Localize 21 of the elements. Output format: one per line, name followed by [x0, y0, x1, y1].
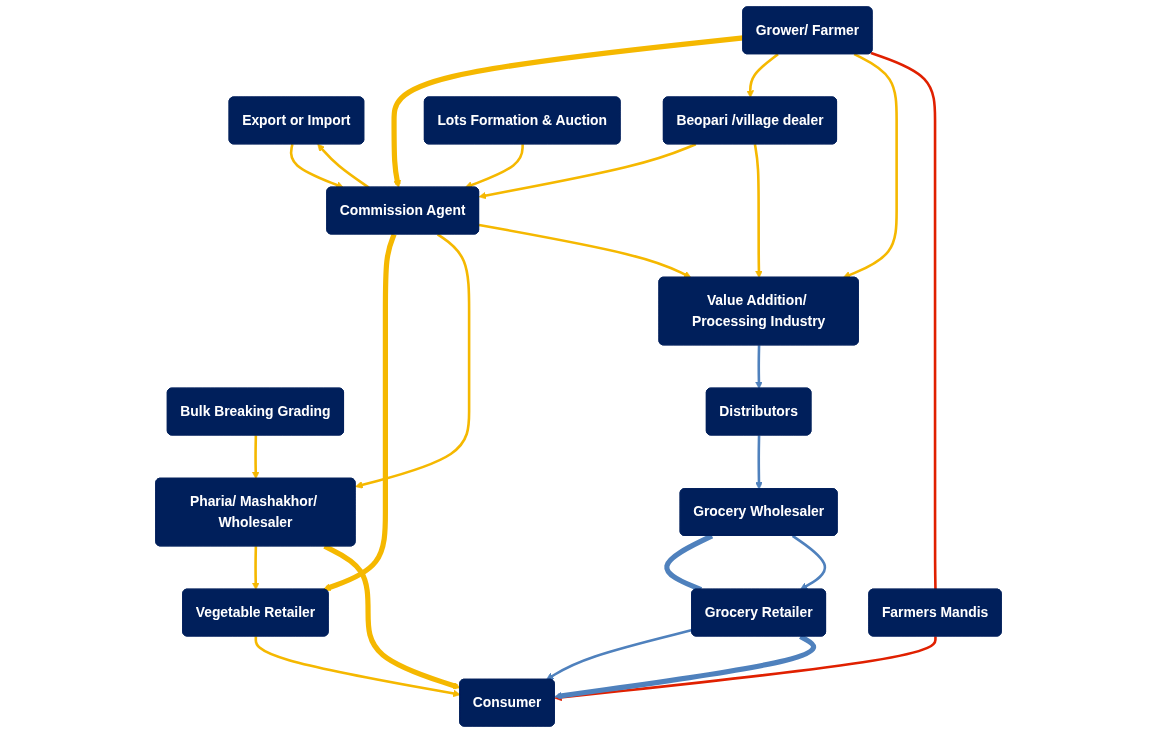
- connector: [870, 51, 937, 590]
- arrow: [755, 435, 763, 490]
- arrow: [554, 634, 816, 700]
- arrow: [254, 636, 461, 698]
- arrow: [289, 144, 344, 189]
- arrow: [251, 435, 260, 480]
- arrow: [391, 35, 744, 188]
- arrow: [842, 53, 898, 279]
- arrow: [791, 534, 827, 590]
- arrow: [554, 636, 937, 702]
- arrow: [323, 233, 397, 591]
- arrow: [753, 144, 763, 279]
- arrow: [746, 53, 779, 98]
- arrow: [464, 144, 524, 189]
- arrow: [478, 223, 692, 279]
- arrow: [251, 546, 260, 590]
- arrow: [317, 143, 370, 189]
- arrow: [755, 345, 763, 389]
- arrow: [546, 628, 693, 681]
- arrow: [478, 143, 697, 200]
- arrow: [355, 233, 471, 489]
